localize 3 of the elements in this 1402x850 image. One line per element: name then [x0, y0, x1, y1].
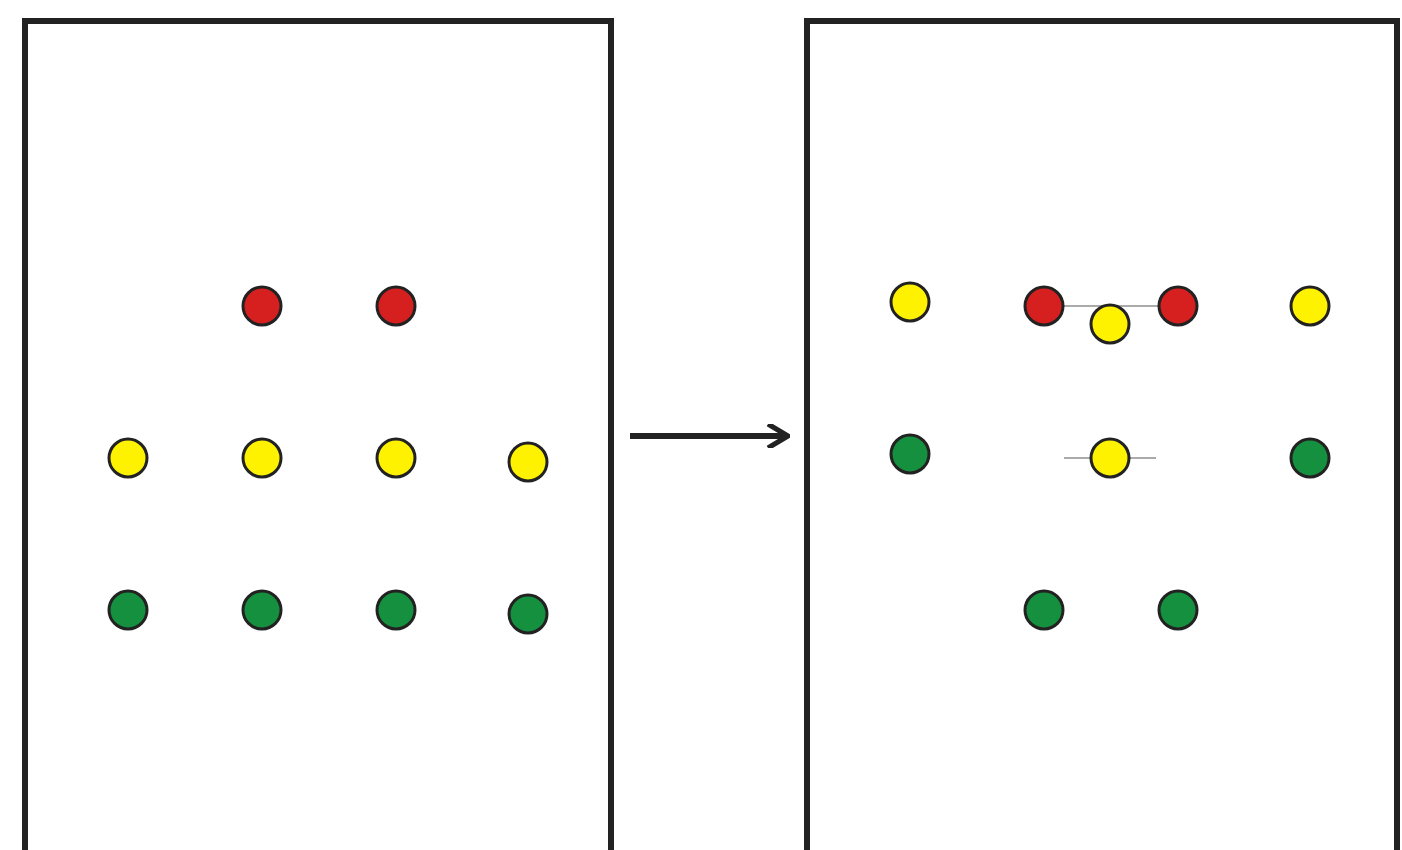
panel	[804, 18, 1400, 850]
arrow	[630, 421, 791, 451]
panel	[22, 18, 614, 850]
